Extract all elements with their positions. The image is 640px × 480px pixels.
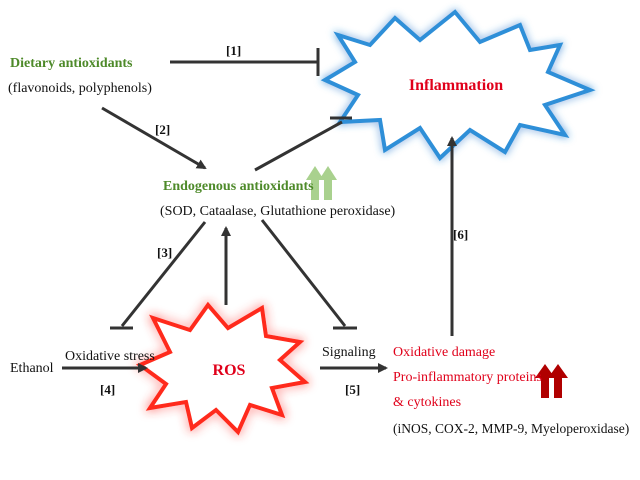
inhibit-edge-endo-inflammation bbox=[254, 120, 343, 172]
dietary-title: Dietary antioxidants bbox=[10, 56, 133, 71]
ethanol-label: Ethanol bbox=[10, 361, 54, 376]
damage-line-3: & cytokines bbox=[393, 395, 461, 410]
edge-label-6: [6] bbox=[453, 227, 468, 242]
increase-arrows-green-icon bbox=[306, 166, 337, 200]
damage-subtitle: (iNOS, COX-2, MMP-9, Myeloperoxidase) bbox=[393, 421, 629, 436]
dietary-subtitle: (flavonoids, polyphenols) bbox=[8, 81, 152, 96]
edge-label-5: [5] bbox=[345, 382, 360, 397]
damage-line-2: Pro-inflammatory proteins bbox=[393, 370, 542, 385]
inhibit-edge-3 bbox=[120, 221, 207, 327]
ros-label: ROS bbox=[213, 362, 246, 379]
edge-label-4: [4] bbox=[100, 382, 115, 397]
arrow-edge-2 bbox=[101, 106, 207, 170]
damage-line-1: Oxidative damage bbox=[393, 345, 495, 360]
increase-arrows-red-icon bbox=[535, 364, 568, 398]
signaling-label: Signaling bbox=[322, 345, 376, 360]
endogenous-title: Endogenous antioxidants bbox=[163, 179, 314, 194]
oxidative-stress-label: Oxidative stress bbox=[65, 349, 155, 364]
inhibit-edge-endo-signaling bbox=[260, 219, 347, 327]
inflammation-label: Inflammation bbox=[409, 77, 503, 94]
edge-label-1: [1] bbox=[226, 43, 241, 58]
endogenous-subtitle: (SOD, Cataalase, Glutathione peroxidase) bbox=[160, 204, 396, 219]
edge-label-3: [3] bbox=[157, 245, 172, 260]
ros-burst-icon bbox=[135, 301, 310, 436]
edge-label-2: [2] bbox=[155, 122, 170, 137]
